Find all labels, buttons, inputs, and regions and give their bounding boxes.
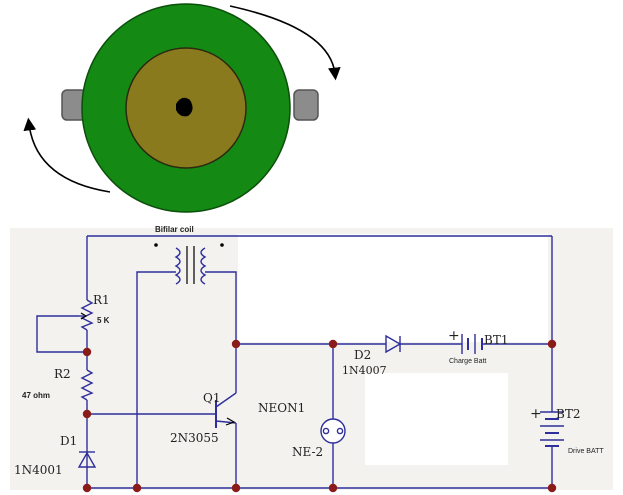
magnet-icon: [293, 89, 319, 121]
bifilar-coil-icon: [154, 243, 224, 285]
rotor-group: [23, 3, 341, 213]
potentiometer-r1-icon: [79, 299, 94, 331]
r1-ref: R1: [93, 293, 110, 307]
coil-label: Bifilar coil: [155, 225, 194, 234]
bt2-value: Drive BATT: [568, 448, 604, 455]
bt2-plus: +: [530, 406, 542, 422]
shaft-icon: [176, 97, 193, 117]
battery-bt1-icon: [461, 334, 483, 354]
wires: [36, 235, 553, 489]
junction-dot: [547, 483, 557, 493]
q1-ref: Q1: [203, 391, 220, 405]
transistor-q1-icon: [215, 392, 237, 428]
curved-arrow-icon: [229, 5, 341, 81]
wire: [136, 271, 176, 488]
diode-d2-icon: [385, 334, 402, 354]
junctions: [82, 339, 557, 493]
junction-dot: [328, 339, 338, 349]
neon-lamp-icon: [320, 418, 346, 444]
d1-value: 1N4001: [14, 463, 63, 477]
wire: [205, 271, 237, 344]
curved-arrow-icon: [23, 117, 111, 193]
bt1-ref: BT1: [484, 333, 508, 347]
d1-ref: D1: [60, 434, 77, 448]
junction-dot: [132, 483, 142, 493]
bt1-plus: +: [448, 328, 460, 344]
junction-dot: [82, 347, 92, 357]
junction-dot: [547, 339, 557, 349]
junction-dot: [231, 483, 241, 493]
junction-dot: [231, 339, 241, 349]
d2-ref: D2: [354, 348, 371, 362]
q1-value: 2N3055: [170, 431, 219, 445]
d2-value: 1N4007: [342, 364, 387, 377]
bt1-value: Charge Batt: [449, 358, 486, 365]
diode-d1-icon: [77, 451, 97, 468]
junction-dot: [328, 483, 338, 493]
neon-ref: NEON1: [258, 401, 305, 415]
blank-area: [365, 373, 508, 465]
junction-dot: [82, 409, 92, 419]
r2-ref: R2: [54, 367, 71, 381]
bt2-ref: BT2: [556, 407, 580, 421]
resistor-r2-icon: [80, 369, 94, 401]
r1-value: 5 K: [97, 316, 110, 325]
wire: [36, 315, 87, 353]
r2-value: 47 ohm: [22, 391, 50, 400]
blank-area: [238, 234, 548, 342]
circuit-schematic: Bifilar coil R1 5 K R2 47 ohm D1 1N4001 …: [10, 225, 613, 493]
battery-bt2-icon: [540, 411, 564, 447]
neon-value: NE-2: [292, 445, 323, 459]
junction-dot: [82, 483, 92, 493]
